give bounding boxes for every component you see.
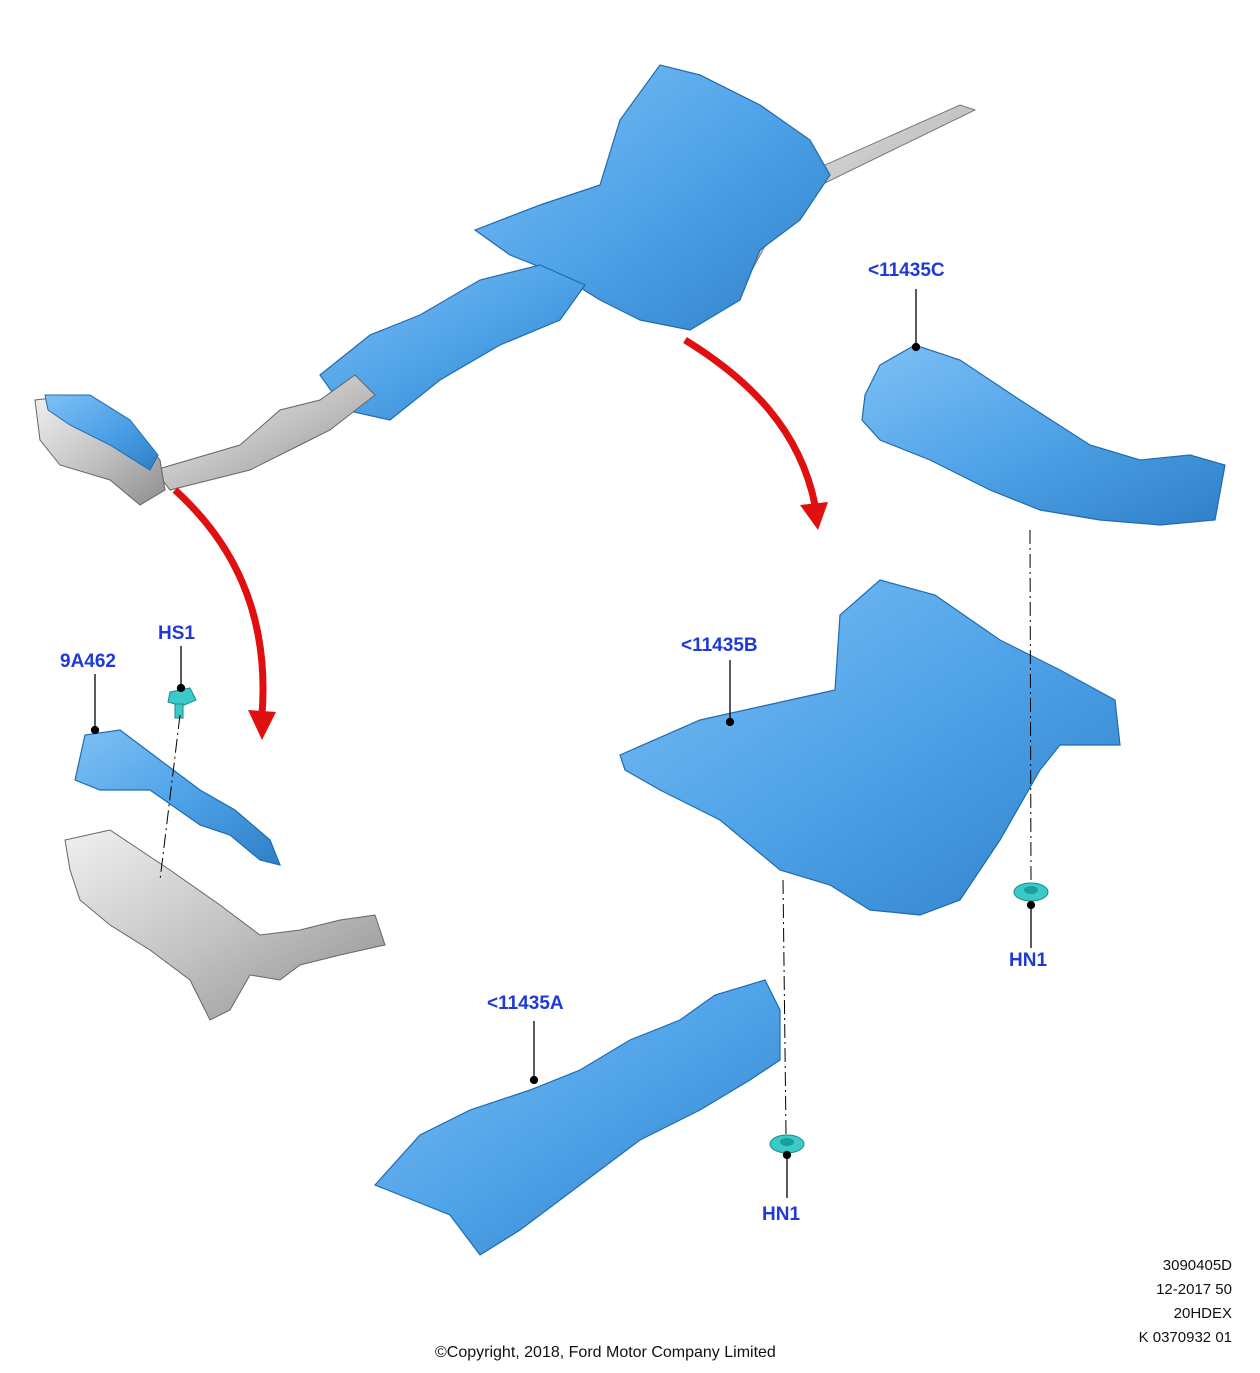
label-11435c: <11435C — [868, 260, 945, 281]
screw-hs1 — [167, 687, 197, 719]
heat-shield-11435b — [619, 579, 1121, 916]
label-11435b: <11435B — [681, 635, 758, 656]
dash-dot-lines — [159, 529, 1032, 1135]
label-hn1-center: HN1 — [762, 1204, 801, 1225]
catalytic-converter — [154, 374, 376, 491]
rear-heat-shield-assembly — [473, 64, 831, 331]
arrow-right — [683, 337, 819, 506]
ref-line-1: 3090405D — [1162, 1257, 1232, 1274]
nut-hn1-right — [1013, 882, 1049, 902]
leader-lines — [90, 289, 1036, 1198]
exhaust-manifold-lower — [64, 829, 386, 1021]
nut-hn1-center — [769, 1134, 805, 1154]
arrows — [172, 337, 828, 740]
label-hs1: HS1 — [158, 623, 195, 644]
label-hn1-right: HN1 — [1009, 950, 1048, 971]
copyright-notice: ©Copyright, 2018, Ford Motor Company Lim… — [435, 1344, 776, 1361]
exhaust-assembly — [34, 64, 977, 506]
ref-line-4: K 0370932 01 — [1138, 1329, 1232, 1346]
label-11435a: <11435A — [487, 993, 564, 1014]
ref-line-3: 20HDEX — [1173, 1305, 1232, 1322]
tunnel-heat-shield-assembly — [319, 264, 586, 421]
arrow-right-head — [800, 502, 828, 530]
heat-shield-11435a — [373, 979, 781, 1256]
manifold-heat-shield-9a462 — [74, 729, 281, 866]
arrow-left — [172, 487, 267, 716]
heat-shield-11435c — [861, 344, 1226, 526]
manifold-shield-top — [44, 394, 159, 471]
ref-line-2: 12-2017 50 — [1156, 1281, 1232, 1298]
label-9a462: 9A462 — [60, 651, 116, 672]
arrow-left-head — [248, 710, 276, 740]
